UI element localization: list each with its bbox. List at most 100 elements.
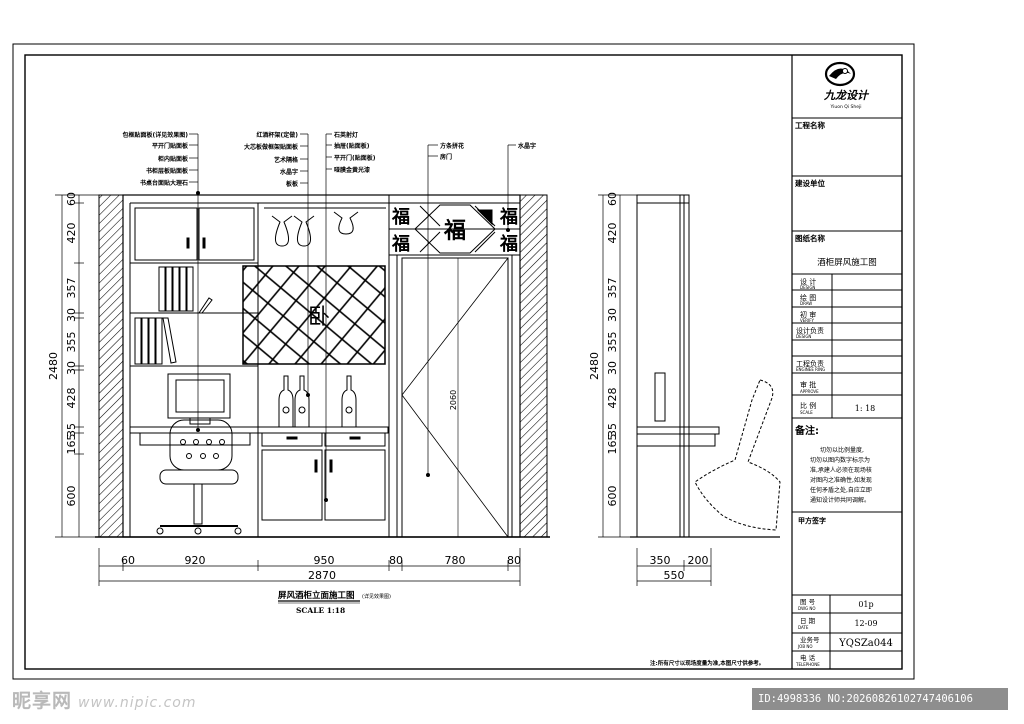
left-wall bbox=[98, 194, 124, 538]
watermark-site: 昵享网 bbox=[12, 690, 73, 712]
date-value: 12-09 bbox=[854, 619, 877, 628]
company-name: 九龙设计 bbox=[823, 89, 870, 102]
drawer-2 bbox=[324, 432, 386, 447]
signoff-rows: 设 计 DESIGN 绘 图 DRAW 初 审 VERIFY 设计负责 DESI… bbox=[796, 277, 875, 415]
height-labels: 2480 60 420 357 30 355 30 428 35 165 600 bbox=[47, 192, 78, 507]
callout: 房门 bbox=[440, 153, 452, 161]
callout: 水晶字 bbox=[280, 168, 298, 176]
dwg-no-cn: 图 号 bbox=[800, 598, 816, 606]
width-labels: 60 920 950 80 780 80 2870 bbox=[121, 554, 521, 582]
project-name-label: 工程名称 bbox=[795, 120, 825, 130]
side-desk bbox=[636, 426, 720, 435]
width-80: 80 bbox=[389, 554, 403, 567]
callout: 柜内贴面板 bbox=[157, 155, 189, 163]
callout: 抽屉(贴面板) bbox=[334, 142, 370, 150]
height-420: 420 bbox=[65, 223, 78, 244]
height-30: 30 bbox=[65, 308, 78, 322]
side-total-width: 550 bbox=[664, 569, 685, 582]
callouts-mid: 红酒杯架(定做) 大芯板做框架贴面板 艺术隔格 水晶字 板板 bbox=[244, 131, 299, 188]
build-unit-label: 建设单位 bbox=[794, 178, 825, 188]
plan-subtitle: (详见效果图) bbox=[362, 593, 391, 600]
right-wall bbox=[519, 194, 548, 538]
wine-lattice bbox=[242, 265, 386, 365]
dwg-no-value: 01p bbox=[858, 600, 873, 609]
side-height-355: 355 bbox=[606, 332, 619, 353]
row-approve-cn: 审 批 bbox=[800, 380, 816, 389]
callout: 板板 bbox=[286, 180, 299, 188]
upper-door-left bbox=[134, 207, 198, 261]
side-height-dimensions bbox=[598, 194, 637, 538]
outer-border bbox=[12, 43, 915, 680]
callout: 平开门贴面板 bbox=[152, 142, 189, 150]
side-chair bbox=[694, 379, 781, 531]
watermark-logo: 昵享网 www.nipic.com bbox=[12, 686, 197, 713]
leader-dots bbox=[196, 191, 510, 502]
row-draw-en: DRAW bbox=[800, 301, 812, 306]
side-height-30: 30 bbox=[606, 308, 619, 322]
callouts-door: 方条拼花 房门 水晶字 bbox=[440, 142, 536, 161]
height-35: 35 bbox=[65, 423, 78, 437]
fu-char: 福 bbox=[499, 233, 518, 255]
side-width-dimensions bbox=[636, 548, 712, 586]
info-rows: 图 号 DWG NO 01p 日 期 DATE 12-09 业务号 JOB NO… bbox=[795, 598, 893, 667]
side-height-600: 600 bbox=[606, 486, 619, 507]
callout: 书桌台面贴大理石 bbox=[140, 179, 188, 187]
remark-line: 对图内之准确性,如发现 bbox=[810, 476, 872, 484]
total-height: 2480 bbox=[47, 352, 60, 380]
date-cn: 日 期 bbox=[800, 617, 816, 625]
side-width-350: 350 bbox=[650, 554, 671, 567]
height-357: 357 bbox=[65, 278, 78, 299]
fu-char: 福 bbox=[391, 233, 410, 255]
title-block: 九龙设计 Yiuon Qi Sheji 工程名称 建设单位 图纸名称 酒柜屏风施… bbox=[791, 55, 902, 669]
job-no-en: JOB NO bbox=[797, 644, 812, 649]
front-elevation: 卧 福 福 福 福 福 2060 bbox=[95, 194, 550, 538]
row-verify-cn: 初 审 bbox=[800, 310, 816, 319]
computer-monitor bbox=[167, 373, 231, 425]
lower-cabinet-door-1 bbox=[261, 449, 323, 521]
drawer-1 bbox=[261, 432, 323, 447]
drawing-name: 酒柜屏风施工图 bbox=[817, 257, 877, 268]
wine-bottles bbox=[278, 375, 357, 428]
drawing-name-label: 图纸名称 bbox=[795, 233, 825, 243]
height-428: 428 bbox=[65, 388, 78, 409]
office-chair bbox=[156, 419, 242, 535]
width-80b: 80 bbox=[507, 554, 521, 567]
callout: 水晶字 bbox=[518, 142, 536, 150]
callout: 平开门(贴面板) bbox=[334, 154, 376, 162]
row-scale-en: SCALE bbox=[800, 410, 813, 415]
wine-glass-rack bbox=[264, 207, 386, 247]
height-165: 165 bbox=[65, 434, 78, 455]
remark-line: 任何矛盾之处,自应立即 bbox=[810, 486, 872, 494]
callouts-left: 包框贴面板(详见效果图) 平开门贴面板 柜内贴面板 书柜层板贴面板 书桌台面贴大… bbox=[123, 131, 189, 187]
row-design-en: DESIGN bbox=[800, 285, 815, 290]
remark-label: 备注: bbox=[794, 424, 819, 437]
lower-cabinet-door-2 bbox=[324, 449, 386, 521]
callout: 石英射灯 bbox=[333, 131, 358, 139]
row-design-cn: 设 计 bbox=[800, 277, 816, 286]
row-verify-en: VERIFY bbox=[800, 318, 815, 323]
books-upper bbox=[158, 266, 213, 314]
watermark-url: www.nipic.com bbox=[78, 695, 197, 711]
height-30b: 30 bbox=[65, 361, 78, 375]
side-height-357: 357 bbox=[606, 278, 619, 299]
row-engineering-cn: 工程负责 bbox=[796, 359, 824, 368]
desk-drawer-left bbox=[139, 432, 251, 446]
door-height: 2060 bbox=[449, 390, 458, 410]
width-950: 950 bbox=[314, 554, 335, 567]
remark-line: 切勿以比例量度, bbox=[820, 446, 864, 454]
plan-scale: SCALE 1:18 bbox=[296, 606, 345, 615]
plan-caption: 屏风酒柜立面施工图 (详见效果图) SCALE 1:18 bbox=[277, 590, 391, 615]
total-width: 2870 bbox=[308, 569, 336, 582]
callout: 艺术隔格 bbox=[274, 156, 299, 164]
inner-border bbox=[24, 54, 903, 670]
date-en: DATE bbox=[798, 625, 809, 630]
fu-tiles: 福 福 福 福 福 bbox=[391, 206, 518, 255]
width-dimensions bbox=[98, 548, 521, 586]
telephone-cn: 电 话 bbox=[800, 653, 816, 662]
row-design-lead-en: DESIGN bbox=[796, 334, 811, 339]
callout: 书柜层板贴面板 bbox=[146, 167, 189, 175]
upper-door-right bbox=[198, 207, 255, 261]
callouts-right: 石英射灯 抽屉(贴面板) 平开门(贴面板) 哑膜金黄光漆 bbox=[333, 131, 376, 174]
row-draw-cn: 绘 图 bbox=[800, 293, 816, 302]
width-780: 780 bbox=[445, 554, 466, 567]
